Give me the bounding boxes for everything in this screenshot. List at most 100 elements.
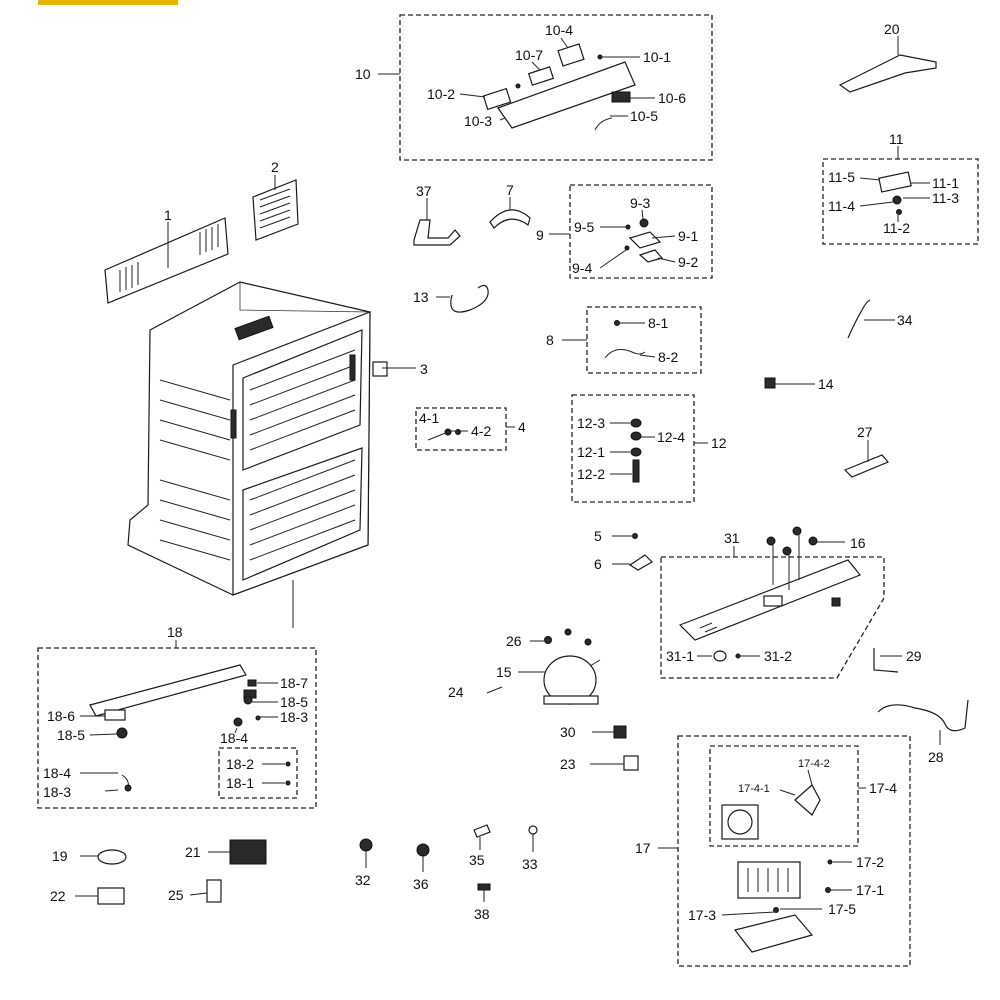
group-box-12 [571, 394, 695, 503]
label-11-5: 11-5 [828, 169, 855, 185]
label-16: 16 [850, 535, 866, 551]
label-32: 32 [355, 872, 371, 888]
label-18-5-left: 18-5 [57, 727, 85, 743]
label-9-5: 9-5 [574, 219, 594, 235]
header-strip [38, 0, 178, 5]
label-18-7: 18-7 [280, 675, 308, 691]
label-9: 9 [536, 227, 544, 243]
label-17-5: 17-5 [828, 901, 856, 917]
label-17-4-2: 17-4-2 [798, 758, 830, 770]
label-18-2: 18-2 [226, 756, 254, 772]
label-21: 21 [185, 844, 201, 860]
label-8-1: 8-1 [648, 315, 668, 331]
part-1-rear-cover [104, 217, 229, 304]
group-box-17-4 [709, 745, 859, 847]
label-4: 4 [518, 419, 526, 435]
part-37-bracket [413, 219, 461, 246]
part-21-cover [229, 839, 267, 865]
label-26: 26 [506, 633, 522, 649]
label-10: 10 [355, 66, 371, 82]
label-2: 2 [271, 159, 279, 175]
part-9-valve [624, 218, 664, 263]
label-20: 20 [884, 21, 900, 37]
label-34: 34 [897, 312, 913, 328]
part-32-cap [359, 838, 373, 852]
label-18: 18 [167, 624, 183, 640]
part-2-label-plate [252, 179, 299, 241]
label-9-4: 9-4 [572, 260, 592, 276]
part-34-cable [847, 299, 871, 339]
label-18-3-left: 18-3 [43, 784, 71, 800]
part-4-hinge [427, 428, 461, 441]
part-15-compressor [543, 655, 601, 705]
group-box-4 [415, 407, 507, 451]
group-box-8 [586, 306, 702, 374]
label-15: 15 [496, 664, 512, 680]
part-17-fan-assembly [721, 784, 833, 953]
part-29-pipe [873, 648, 899, 673]
label-22: 22 [50, 888, 66, 904]
part-13-tube [450, 284, 489, 313]
label-31-1: 31-1 [666, 648, 694, 664]
part-7-bracket [489, 209, 531, 229]
part-11-damper [878, 171, 912, 215]
label-8: 8 [546, 332, 554, 348]
part-24-pipe [486, 686, 503, 694]
label-7: 7 [506, 182, 514, 198]
label-14: 14 [818, 376, 834, 392]
part-5-screw [632, 533, 638, 539]
part-36-cap [416, 843, 430, 857]
part-6-bracket [628, 554, 653, 571]
label-13: 13 [413, 289, 429, 305]
part-27-heater [843, 454, 889, 478]
label-10-1: 10-1 [643, 49, 671, 65]
label-12: 12 [711, 435, 727, 451]
label-1: 1 [164, 207, 172, 223]
part-22-bracket [97, 887, 125, 905]
label-18-4-left: 18-4 [43, 765, 71, 781]
label-10-6: 10-6 [658, 90, 686, 106]
label-18-4-right: 18-4 [220, 730, 248, 746]
part-12-shaft [630, 418, 642, 483]
label-10-3: 10-3 [464, 113, 492, 129]
label-12-2: 12-2 [577, 466, 605, 482]
label-8-2: 8-2 [658, 349, 678, 365]
label-25: 25 [168, 887, 184, 903]
label-38: 38 [474, 906, 490, 922]
part-8-harness [604, 320, 646, 359]
label-9-3: 9-3 [630, 195, 650, 211]
part-18-rail-assembly [89, 664, 291, 792]
label-19: 19 [52, 848, 68, 864]
label-10-4: 10-4 [545, 22, 573, 38]
label-18-5-right: 18-5 [280, 694, 308, 710]
group-box-18 [37, 647, 317, 809]
part-38-clip [477, 883, 491, 891]
label-11-2: 11-2 [883, 220, 910, 236]
leader-lines [75, 36, 941, 916]
refrigerator-cabinet [127, 281, 371, 596]
label-17-4-1: 17-4-1 [738, 783, 770, 795]
label-10-2: 10-2 [427, 86, 455, 102]
label-9-1: 9-1 [678, 228, 698, 244]
label-11-4: 11-4 [828, 198, 855, 214]
label-17-1: 17-1 [856, 882, 884, 898]
label-35: 35 [469, 852, 485, 868]
group-box-31 [660, 556, 885, 679]
label-5: 5 [594, 528, 602, 544]
label-17-4: 17-4 [869, 780, 897, 796]
label-23: 23 [560, 756, 576, 772]
part-35-clip [473, 824, 491, 838]
label-24: 24 [448, 684, 464, 700]
part-33-screw [528, 825, 538, 835]
label-17: 17 [635, 840, 651, 856]
part-20-duct [838, 54, 937, 93]
label-27: 27 [857, 424, 873, 440]
label-37: 37 [416, 183, 432, 199]
label-12-3: 12-3 [577, 415, 605, 431]
part-3-bracket [372, 361, 388, 377]
label-30: 30 [560, 724, 576, 740]
group-box-10 [399, 14, 713, 161]
label-11-1: 11-1 [932, 175, 959, 191]
label-12-1: 12-1 [577, 444, 605, 460]
